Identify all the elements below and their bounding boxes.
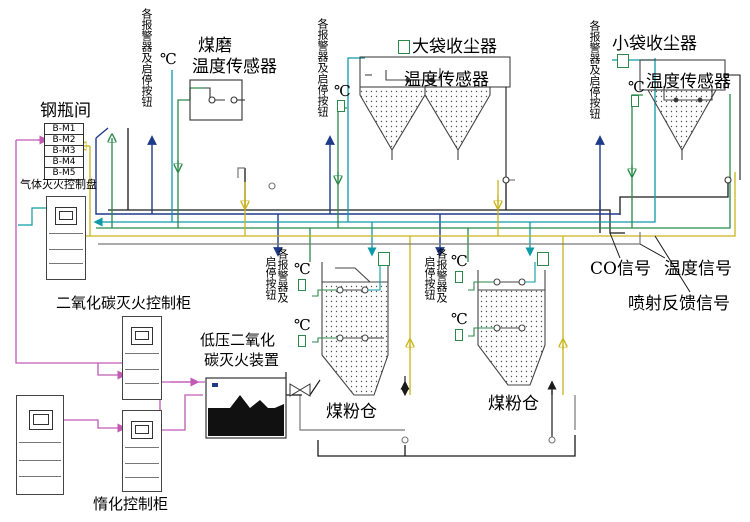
co2-cabinet-1 <box>122 316 162 400</box>
bottle-b-m5: B-M5 <box>44 167 84 180</box>
coal-bin-2 <box>468 262 546 386</box>
co2-device-label-1: 低压二氧化 <box>200 331 276 349</box>
bin2-label: 煤粉仓 <box>488 394 539 414</box>
thermometer-icon <box>455 329 463 341</box>
small-collector-temp-label: 温度传感器 <box>646 72 731 92</box>
bus-yellow <box>78 146 736 395</box>
inert-cabinet-label: 惰化控制柜 <box>93 495 169 513</box>
celsius-bin1-a: ℃ <box>294 260 311 278</box>
small-collector-co-sensor <box>617 54 629 68</box>
gas-panel-label: 气体灭火控制盘 <box>20 178 97 191</box>
mill-label: 煤磨 <box>198 36 232 56</box>
thermometer-icon <box>631 95 639 107</box>
celsius-bin1-b: ℃ <box>294 316 311 334</box>
alarm-buttons-label-2: 各报警器及启停按钮 <box>316 18 329 117</box>
temp-signal-label: 温度信号 <box>664 259 732 279</box>
co2-device <box>205 377 311 439</box>
monitor-icon <box>29 410 53 430</box>
celsius-small: ℃ <box>628 78 645 96</box>
inert-cabinet <box>16 395 64 495</box>
thermometer-icon <box>298 335 306 347</box>
celsius-bin2-a: ℃ <box>451 252 468 270</box>
alarm-buttons-label-1: 各报警器及启停按钮 <box>140 8 153 107</box>
small-collector <box>639 59 741 184</box>
alarm-buttons-label-3: 各报警器及启停按钮 <box>588 20 601 119</box>
thermometer-icon <box>337 100 345 112</box>
bin2-alarm-label-b: 启停按钮 <box>423 256 436 300</box>
bottle-b-m3: B-M3 <box>44 145 84 158</box>
thermometer-icon <box>455 271 463 283</box>
big-collector-label: 大袋收尘器 <box>412 37 497 57</box>
thermometer-icon <box>298 279 306 291</box>
small-collector-label: 小袋收尘器 <box>612 34 697 54</box>
monitor-icon <box>131 421 153 439</box>
co2-device-label-2: 碳灭火装置 <box>204 351 280 369</box>
gas-panel-monitor <box>55 207 77 225</box>
bin1-alarm-label-b: 启停按钮 <box>264 256 277 300</box>
signal-leaders <box>609 232 691 293</box>
bin1-alarm-label-a: 各报警器及 <box>276 248 289 303</box>
bin1-co-sensor <box>378 252 390 266</box>
mill-sensor-box <box>189 79 245 121</box>
co-signal-label: CO信号 <box>590 259 651 279</box>
bus-teal <box>93 57 656 257</box>
spray-signal-label: 喷射反馈信号 <box>628 294 730 314</box>
co2-cabinet-2 <box>122 410 162 492</box>
bottle-list: B-M1 B-M2 B-M3 B-M4 B-M5 <box>44 123 84 183</box>
celsius-big: ℃ <box>334 82 351 100</box>
panel-links <box>18 207 46 226</box>
big-collector-temp-label: 温度传感器 <box>404 70 489 90</box>
bin2-co-sensor <box>537 252 549 266</box>
mill-temp-label: 温度传感器 <box>192 57 277 77</box>
bottle-room-label: 钢瓶间 <box>40 101 91 121</box>
coal-bin-1 <box>312 262 389 396</box>
bus-navy <box>95 135 620 257</box>
celsius-bin2-b: ℃ <box>451 310 468 328</box>
bin2-alarm-label-a: 各报警器及 <box>435 248 448 303</box>
gas-panel-cabinet <box>46 196 86 280</box>
big-collector <box>359 56 511 184</box>
celsius-mill: ℃ <box>160 50 177 68</box>
bus-black <box>108 128 729 457</box>
bin1-label: 煤粉仓 <box>326 402 377 422</box>
co2-cabinet-label: 二氧化碳灭火控制柜 <box>56 294 192 312</box>
big-collector-co-sensor <box>398 40 410 54</box>
monitor-icon <box>131 327 153 345</box>
